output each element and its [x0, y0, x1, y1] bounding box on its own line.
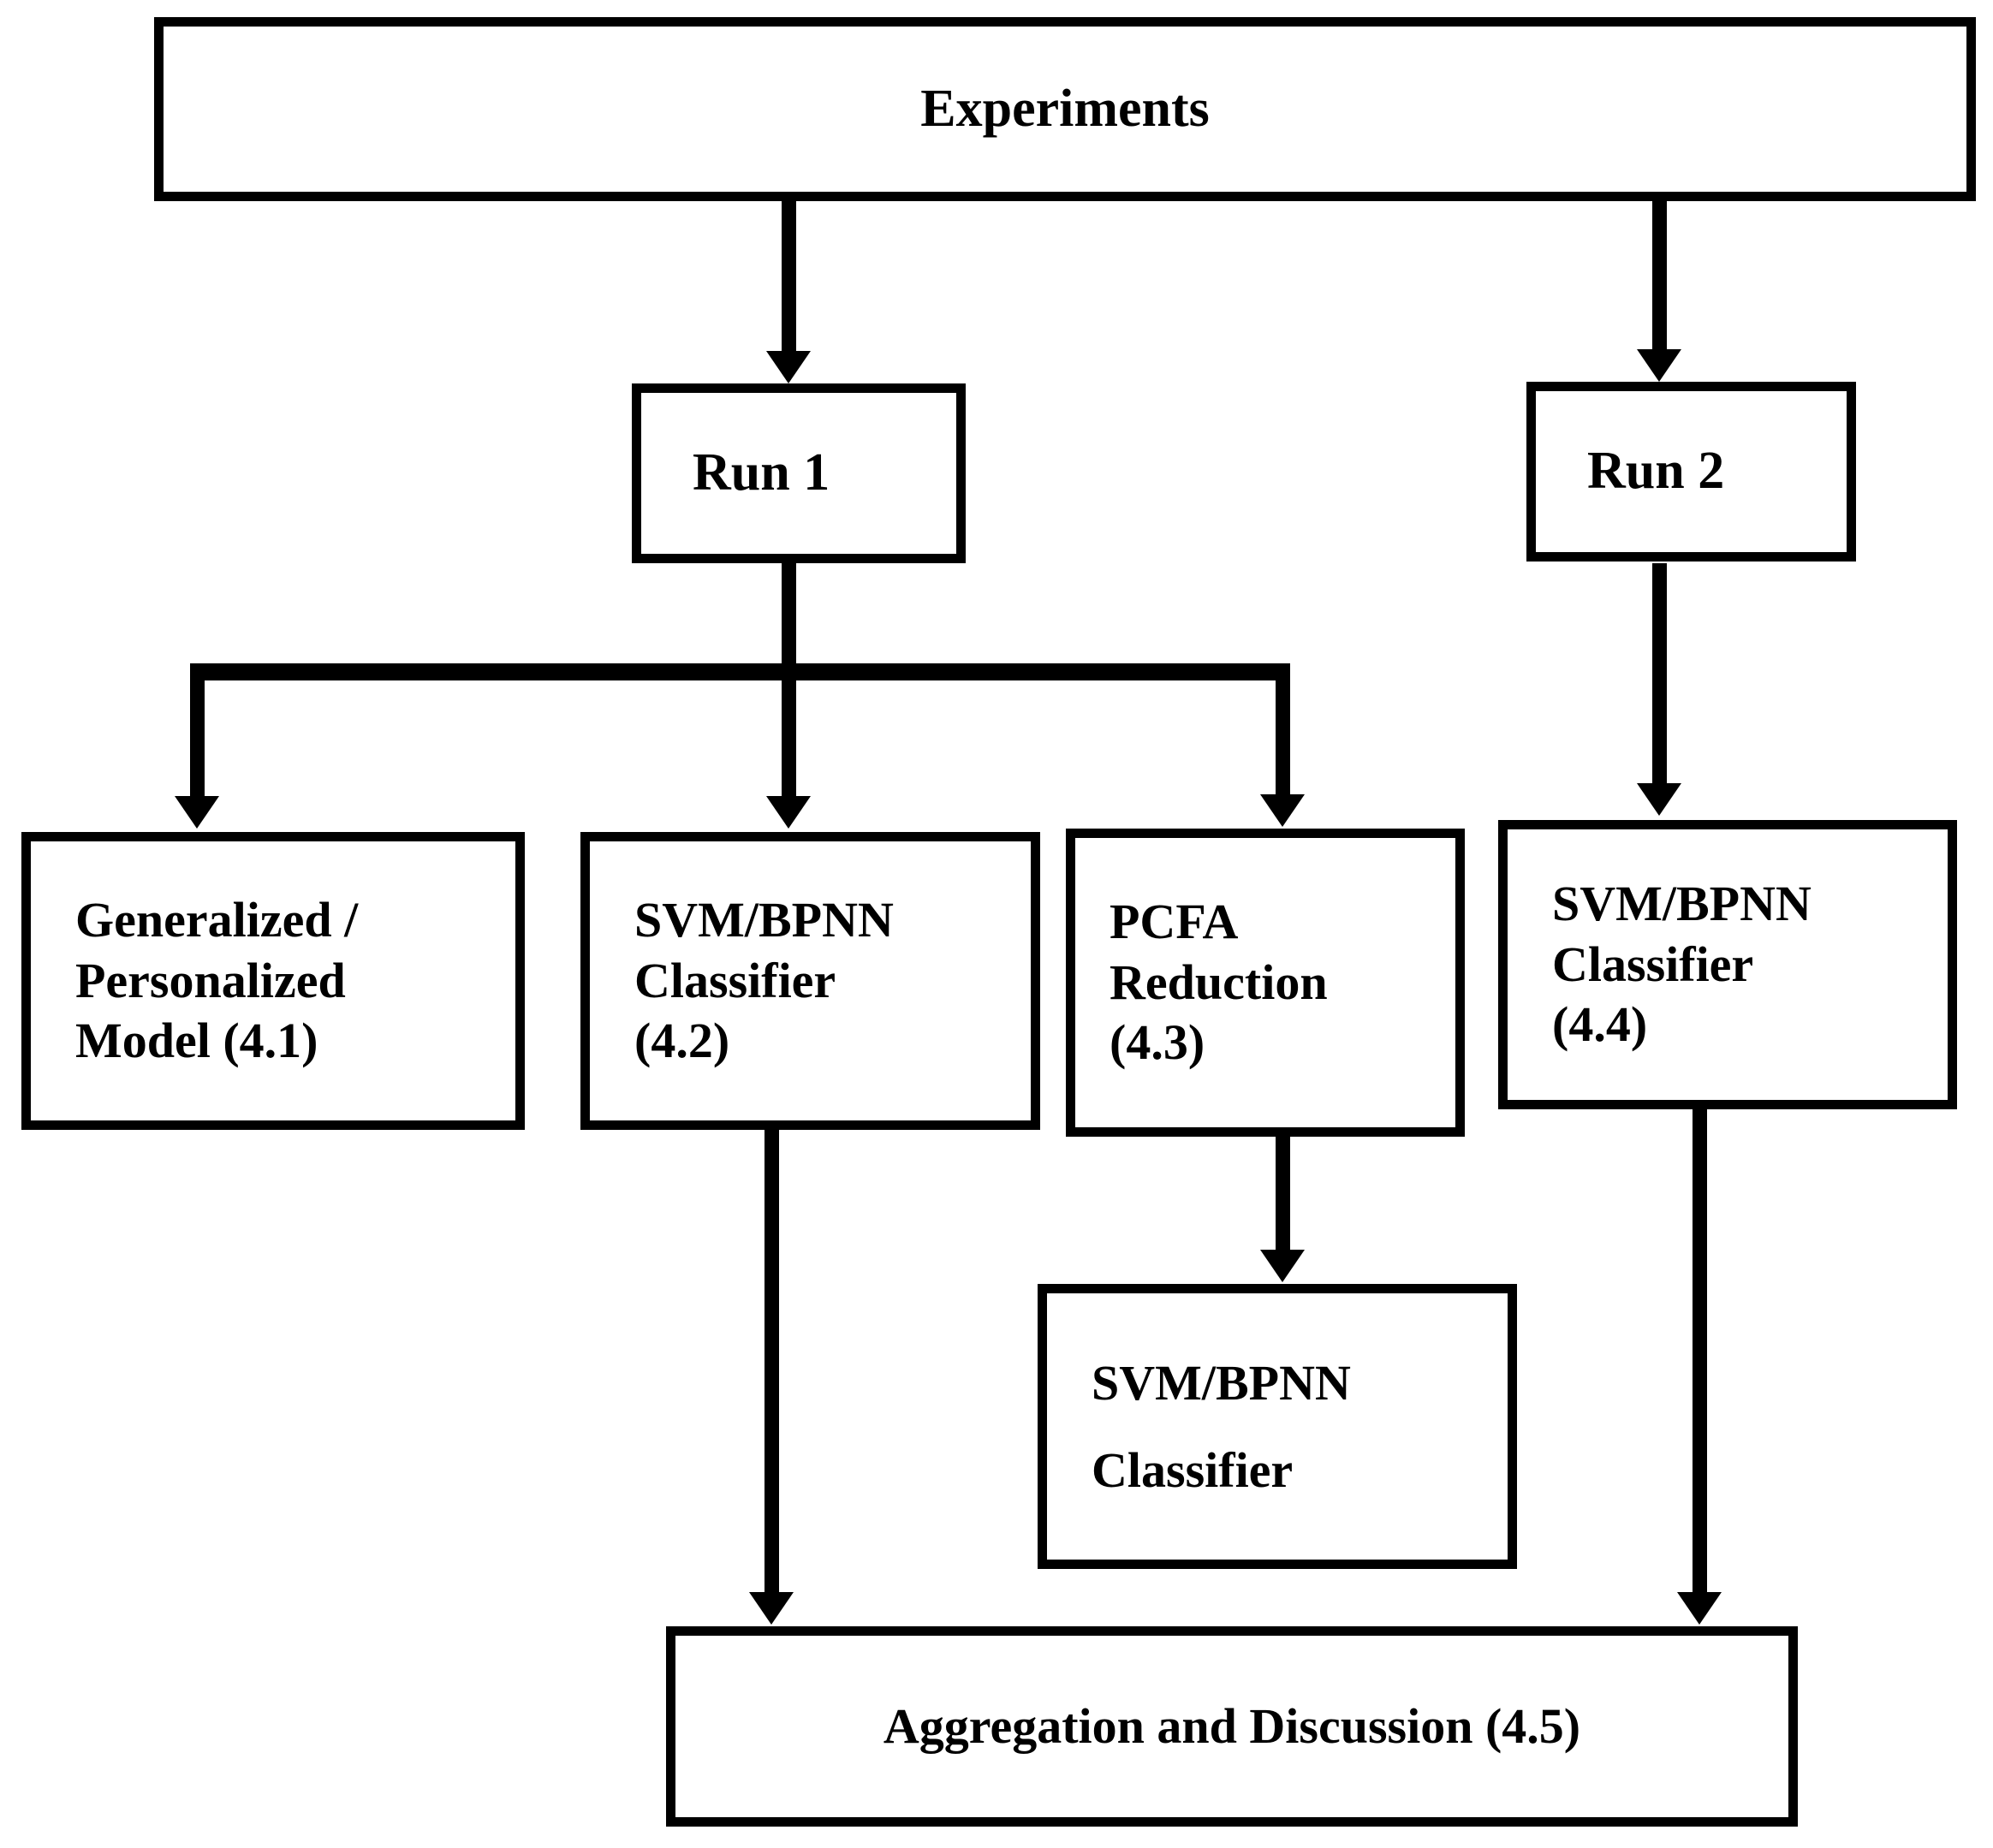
edge-pcfa43-to-clf-lower-line: [1276, 1137, 1290, 1255]
edge-split-to-clf42-arrowhead: [766, 796, 811, 829]
edge-experiments-to-run1-arrowhead: [766, 351, 811, 383]
edge-split-to-model41-line: [190, 663, 205, 800]
node-pcfa-reduction-label: PCFA Reduction (4.3): [1110, 893, 1328, 1071]
node-svm-bpnn-classifier-4-4-label: SVM/BPNN Classifier (4.4): [1552, 875, 1812, 1053]
node-aggregation-and-discussion-label: Aggregation and Discussion (4.5): [883, 1697, 1581, 1754]
node-pcfa-reduction[interactable]: PCFA Reduction (4.3): [1066, 829, 1465, 1137]
edge-experiments-to-run2-arrowhead: [1637, 349, 1681, 382]
node-svm-bpnn-classifier-4-2[interactable]: SVM/BPNN Classifier (4.2): [580, 832, 1040, 1130]
node-generalized-personalized-model-label: Generalized / Personalized Model (4.1): [75, 891, 359, 1069]
edge-pcfa43-to-clf-lower-arrowhead: [1260, 1250, 1305, 1282]
edge-split-to-clf42-line: [782, 663, 796, 800]
edge-run1-stem: [782, 563, 796, 674]
edge-run1-split-bus: [190, 663, 1290, 680]
edge-split-to-model41-arrowhead: [175, 796, 219, 829]
edge-split-to-pcfa43-arrowhead: [1260, 794, 1305, 827]
node-run-1[interactable]: Run 1: [632, 383, 966, 563]
node-run-2[interactable]: Run 2: [1526, 382, 1856, 562]
edge-run2-to-clf44-arrowhead: [1637, 783, 1681, 816]
edge-experiments-to-run1-line: [782, 199, 796, 354]
node-svm-bpnn-classifier-lower[interactable]: SVM/BPNN Classifier: [1038, 1284, 1517, 1569]
node-experiments-label: Experiments: [920, 79, 1210, 138]
node-run-1-label: Run 1: [693, 443, 830, 502]
edge-clf42-to-aggregation-arrowhead: [749, 1592, 794, 1625]
edge-clf44-to-aggregation-arrowhead: [1677, 1592, 1722, 1625]
edge-clf42-to-aggregation-line: [764, 1130, 779, 1596]
node-generalized-personalized-model[interactable]: Generalized / Personalized Model (4.1): [21, 832, 525, 1130]
node-run-2-label: Run 2: [1587, 442, 1725, 501]
node-svm-bpnn-classifier-4-2-label: SVM/BPNN Classifier (4.2): [634, 891, 894, 1069]
node-experiments[interactable]: Experiments: [154, 17, 1976, 201]
edge-run2-to-clf44-line: [1652, 563, 1667, 787]
edge-clf44-to-aggregation-line: [1693, 1109, 1707, 1597]
edge-split-to-pcfa43-line: [1276, 663, 1290, 799]
node-svm-bpnn-classifier-lower-label: SVM/BPNN Classifier: [1092, 1355, 1351, 1498]
edge-experiments-to-run2-line: [1652, 199, 1667, 353]
node-svm-bpnn-classifier-4-4[interactable]: SVM/BPNN Classifier (4.4): [1498, 820, 1957, 1109]
node-aggregation-and-discussion[interactable]: Aggregation and Discussion (4.5): [666, 1626, 1798, 1827]
